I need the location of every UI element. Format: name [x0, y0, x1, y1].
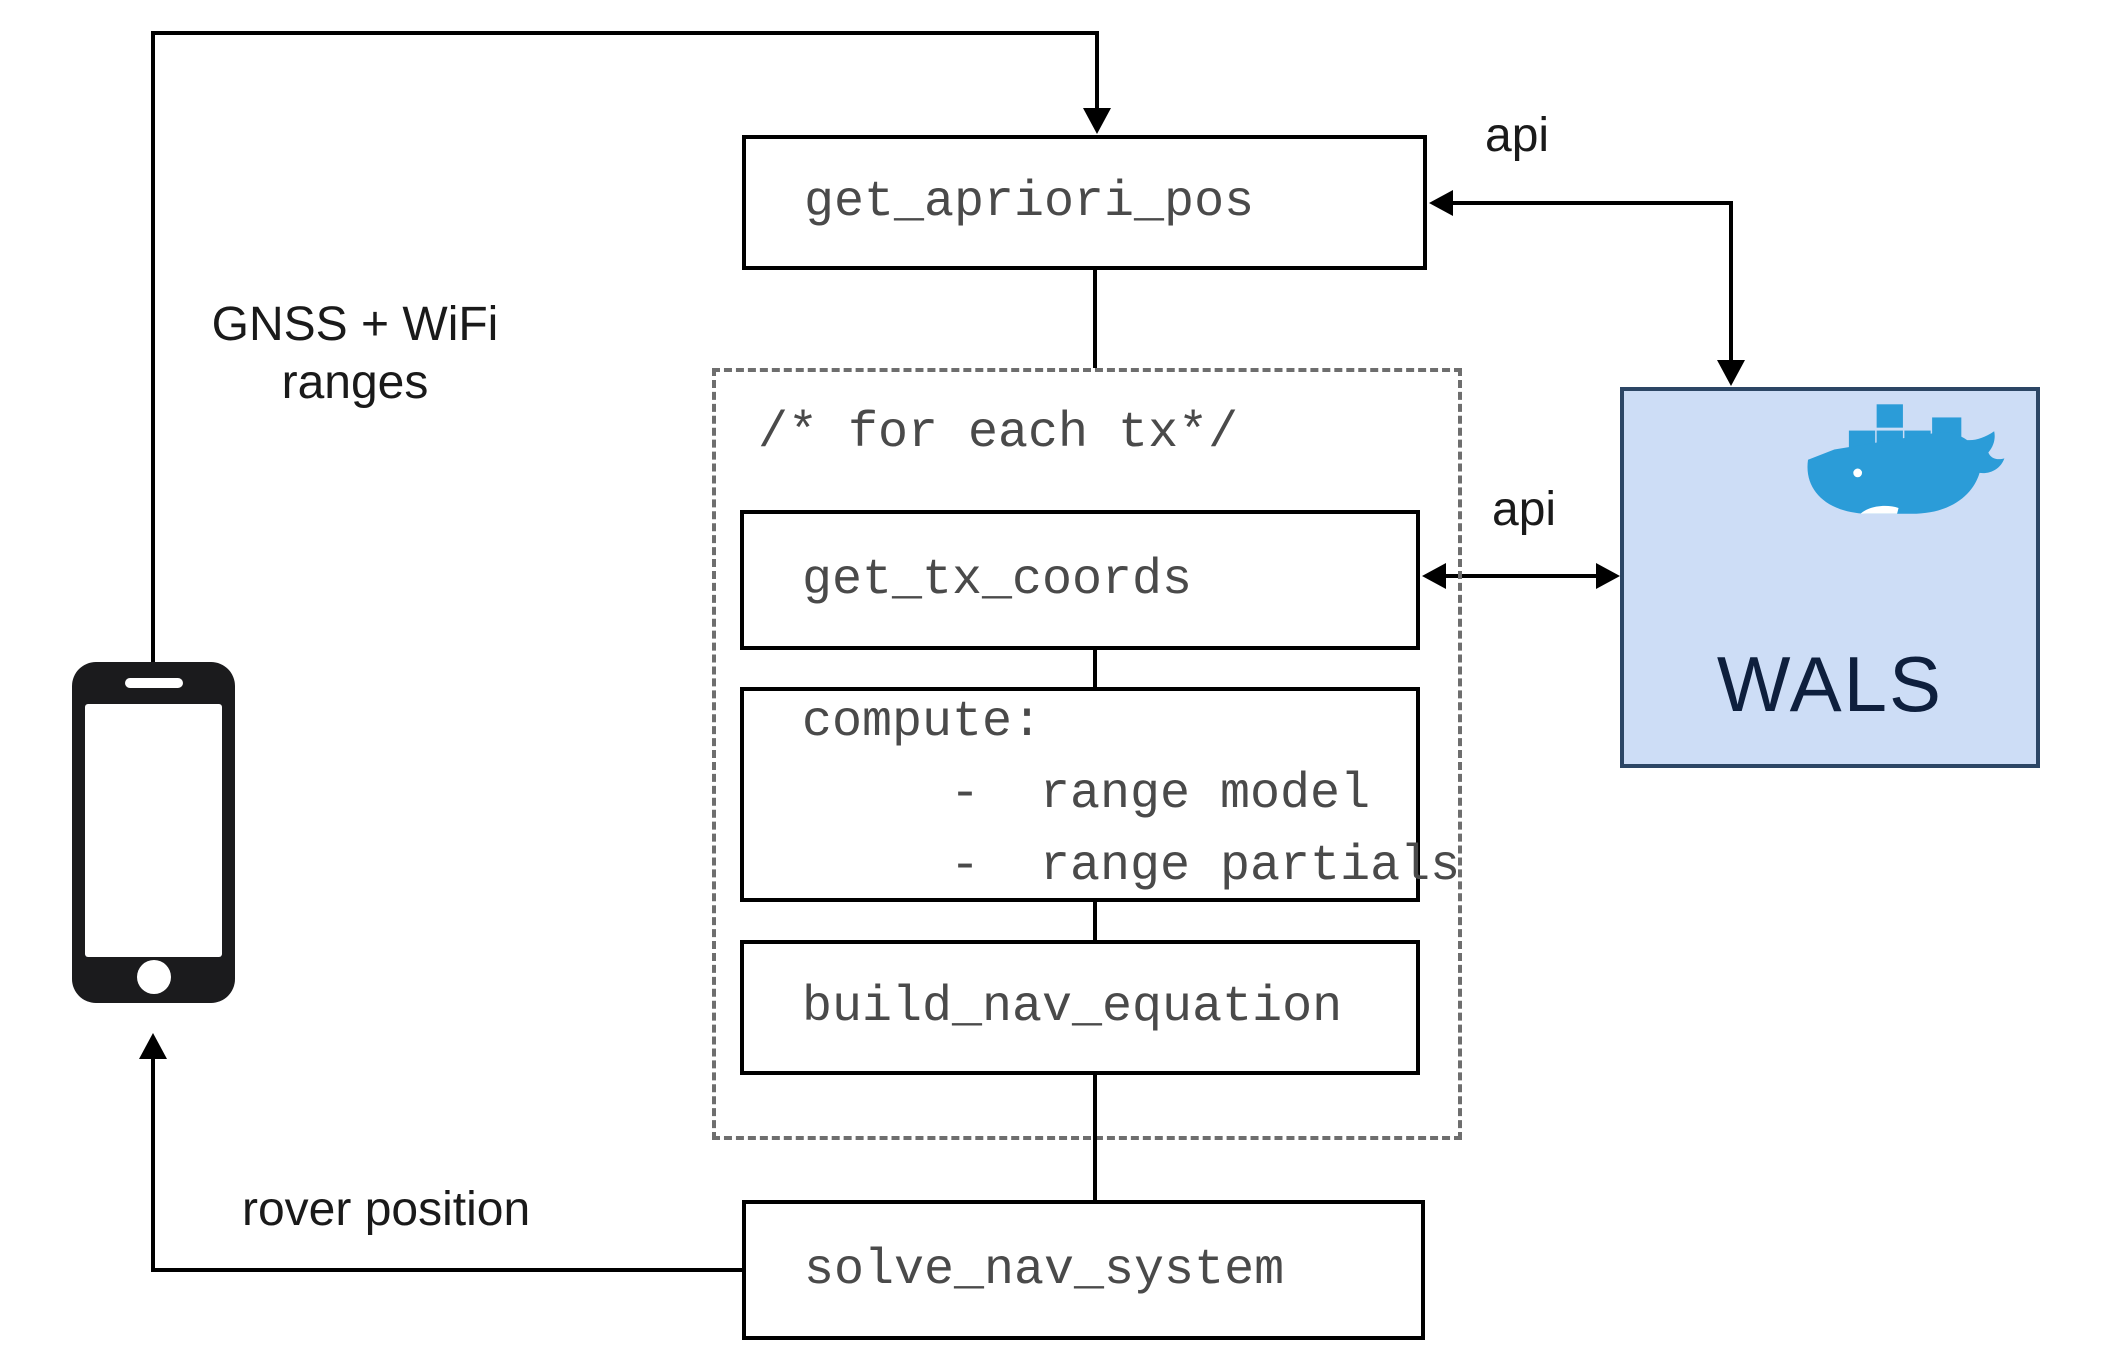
edge-wals-to-apriori-v	[1729, 201, 1733, 363]
node-compute-title: compute:	[802, 693, 1043, 751]
edge-wals-to-apriori-h	[1449, 201, 1733, 205]
node-get-tx-coords: get_tx_coords	[740, 510, 1420, 650]
edge-tx-coords-wals	[1442, 574, 1600, 578]
arrowhead-into-wals-left	[1596, 563, 1620, 589]
node-get-apriori-pos: get_apriori_pos	[742, 135, 1427, 270]
for-each-tx-loop-box	[712, 368, 1462, 1140]
docker-whale-icon	[1807, 404, 2005, 514]
node-compute-item-range-partials: - range partials	[950, 837, 1461, 895]
node-wals-label: WALS	[1716, 640, 1944, 728]
phone-home-button	[136, 960, 171, 994]
smartphone-icon	[72, 662, 235, 1003]
node-get-apriori-pos-label: get_apriori_pos	[804, 174, 1255, 231]
edge-txcoords-to-compute	[1093, 650, 1097, 687]
phone-screen	[85, 704, 222, 957]
node-build-nav-equation-label: build_nav_equation	[802, 979, 1343, 1036]
node-get-tx-coords-label: get_tx_coords	[802, 551, 1193, 609]
node-wals: WALS	[1620, 387, 2040, 768]
gnss-ranges-label: GNSS + WiFi ranges	[165, 296, 545, 412]
node-solve-nav-system: solve_nav_system	[742, 1200, 1425, 1340]
edge-left-up-to-phone	[151, 1058, 155, 1272]
node-compute-item-range-model: - range model	[950, 765, 1371, 823]
edge-top-drop	[1095, 31, 1099, 111]
gnss-ranges-line2: ranges	[281, 356, 429, 409]
arrowhead-into-phone-bottom	[139, 1033, 167, 1059]
edge-solve-to-left	[151, 1268, 742, 1272]
api-label-mid: api	[1492, 483, 1557, 536]
phone-speaker	[124, 678, 183, 688]
gnss-ranges-line1: GNSS + WiFi	[211, 298, 499, 351]
rover-position-label: rover position	[242, 1183, 531, 1236]
edge-loop-to-solve	[1093, 1075, 1097, 1200]
edge-compute-to-build	[1093, 902, 1097, 940]
edge-top-horizontal	[151, 31, 1099, 35]
arrowhead-into-wals-top	[1717, 360, 1745, 386]
edge-apriori-to-loop	[1093, 270, 1097, 368]
api-label-top: api	[1485, 109, 1550, 162]
node-solve-nav-system-label: solve_nav_system	[804, 1241, 1285, 1299]
node-build-nav-equation: build_nav_equation	[740, 940, 1420, 1075]
edge-phone-up	[151, 31, 155, 662]
arrowhead-into-get-apriori-pos	[1083, 108, 1111, 134]
node-compute: compute: - range model - range partials	[740, 687, 1460, 902]
for-each-tx-comment: /* for each tx*/	[758, 405, 1239, 462]
